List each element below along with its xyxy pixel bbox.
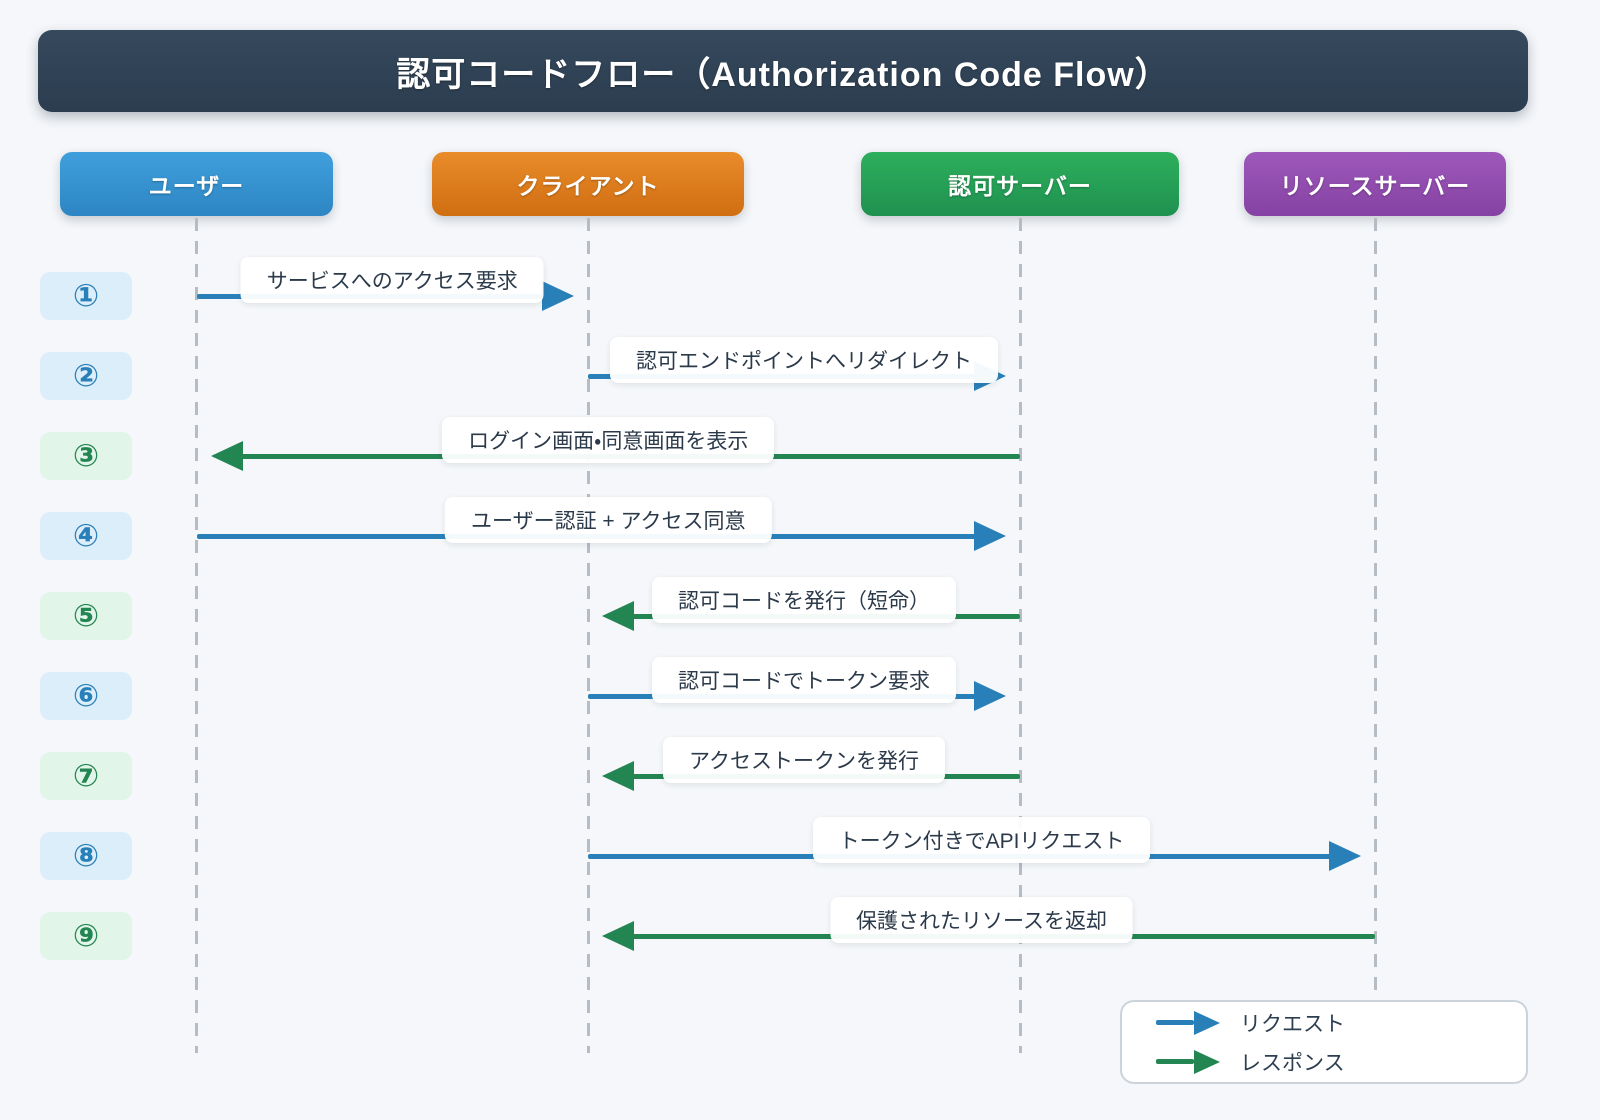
arrowhead-7 (602, 761, 634, 791)
arrowhead-4 (974, 521, 1006, 551)
arrowhead-6 (974, 681, 1006, 711)
lifeline-resource (1373, 218, 1377, 1053)
diagram-title: 認可コードフロー（Authorization Code Flow） (396, 55, 1170, 94)
message-label-3: ログイン画面・同意画面を表示 (442, 417, 775, 463)
message-label-1: サービスへのアクセス要求 (240, 257, 544, 303)
step-badge-7: ⑦ (40, 752, 132, 800)
step-badge-8: ⑧ (40, 832, 132, 880)
step-badge-1: ① (40, 272, 132, 320)
legend-item-response: レスポンス (1156, 1047, 1526, 1077)
arrowhead-8 (1329, 841, 1361, 871)
actor-user: ユーザー (60, 152, 333, 216)
step-badge-4: ④ (40, 512, 132, 560)
diagram-title-bar: 認可コードフロー（Authorization Code Flow） (38, 30, 1528, 112)
step-badge-5: ⑤ (40, 592, 132, 640)
message-label-9: 保護されたリソースを返却 (830, 897, 1133, 943)
actor-client: クライアント (432, 152, 744, 216)
message-label-7: アクセストークンを発行 (663, 737, 945, 783)
arrowhead-9 (602, 921, 634, 951)
lifeline-auth (1018, 218, 1022, 1053)
legend-label: リクエスト (1240, 1012, 1345, 1036)
arrowhead-5 (602, 601, 634, 631)
step-badge-6: ⑥ (40, 672, 132, 720)
actor-auth: 認可サーバー (861, 152, 1179, 216)
lifeline-client (586, 218, 590, 1053)
message-label-2: 認可エンドポイントへリダイレクト (610, 337, 998, 383)
lifeline-user (195, 218, 198, 1053)
message-label-6: 認可コードでトークン要求 (652, 657, 956, 703)
actor-resource: リソースサーバー (1244, 152, 1506, 216)
arrowhead-3 (210, 441, 243, 471)
legend-label: レスポンス (1240, 1051, 1345, 1075)
message-label-4: ユーザー認証 + アクセス同意 (445, 497, 772, 543)
arrowhead-1 (542, 281, 574, 311)
message-label-8: トークン付きでAPIリクエスト (812, 817, 1151, 863)
step-badge-3: ③ (40, 432, 132, 480)
response-arrow-icon (1156, 1049, 1220, 1074)
step-badge-9: ⑨ (40, 912, 132, 960)
legend-item-request: リクエスト (1156, 1008, 1526, 1038)
request-arrow-icon (1156, 1010, 1220, 1035)
message-label-5: 認可コードを発行（短命） (652, 577, 956, 623)
legend: リクエストレスポンス (1120, 1000, 1528, 1084)
step-badge-2: ② (40, 352, 132, 400)
